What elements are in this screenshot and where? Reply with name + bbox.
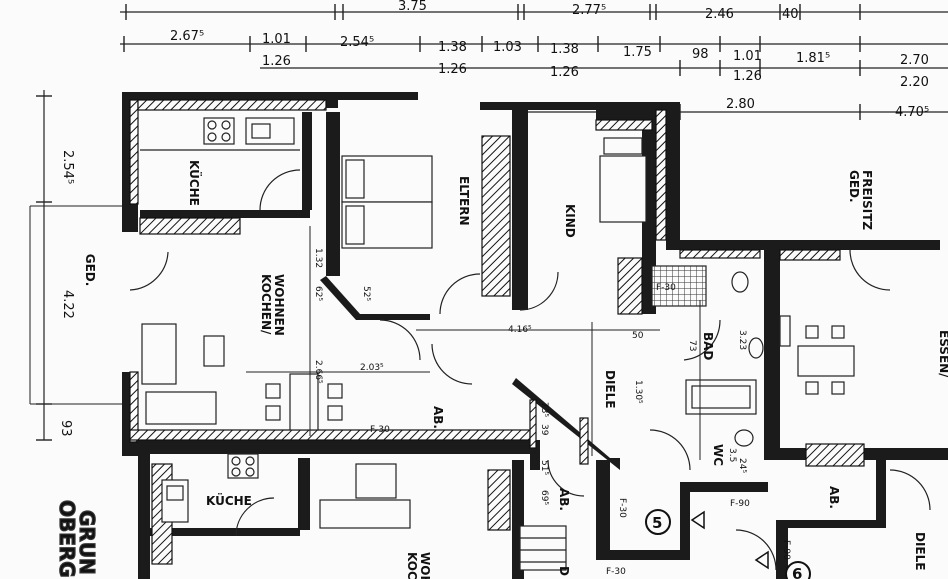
room-diele-2: DIELE xyxy=(913,532,927,570)
fixtures xyxy=(140,117,855,571)
room-ab-1: AB. xyxy=(431,406,445,429)
room-ab-2: AB. xyxy=(557,488,571,511)
interior-dimensions: 1.32 62⁵ 52⁵ 4.16⁵ 50 2.66⁵ 2.03⁵ 1.30⁵ … xyxy=(313,248,791,577)
dim-73: 73 xyxy=(687,340,697,351)
room-label-ged-freisitz-left: GED. xyxy=(83,254,97,287)
dim-103: 1.03 xyxy=(493,40,522,55)
room-diele-1: DIELE xyxy=(603,370,617,408)
fire-rating-3: F-30 xyxy=(606,567,626,577)
side-caption-oberg: OBERG xyxy=(55,500,79,578)
dim-323: 3.23 xyxy=(737,330,747,350)
dim-top-246a: 2.46 xyxy=(705,7,734,22)
dim-126b: 1.26 xyxy=(438,62,467,77)
left-dimension-chain: 2.54⁵ 4.22 93 GED. xyxy=(29,90,124,441)
fire-rating-2: F-30 xyxy=(617,498,627,518)
dim-625: 62⁵ xyxy=(313,286,323,301)
fire-rating-4: F-90 xyxy=(730,499,750,509)
room-essen-wohnen: ESSEN/WOHNEN xyxy=(937,330,948,392)
door-swings xyxy=(129,169,931,571)
dim-50: 50 xyxy=(632,331,644,341)
dim-98: 98 xyxy=(692,47,709,62)
dim-left-422: 4.22 xyxy=(60,290,75,319)
fire-rating-6: F-30 xyxy=(656,283,676,293)
dim-270: 2.70 xyxy=(900,53,929,68)
room-wc: WC xyxy=(711,444,725,466)
dim-695: 69⁵ xyxy=(539,490,549,505)
dim-138a: 1.38 xyxy=(438,40,467,55)
side-caption: GRUN OBERG xyxy=(54,499,99,578)
dim-254: 2.54⁵ xyxy=(340,35,374,50)
room-ged-freisitz-right: GED.FREISITZ xyxy=(847,170,874,230)
dim-1305: 1.30⁵ xyxy=(633,380,643,404)
dim-top-277: 2.77⁵ xyxy=(572,3,606,18)
room-eltern: ELTERN xyxy=(457,176,471,226)
dim-175: 1.75 xyxy=(623,45,652,60)
room-ab-3: AB. xyxy=(827,486,841,509)
dim-220: 2.20 xyxy=(900,75,929,90)
dim-2035: 2.03⁵ xyxy=(360,363,384,373)
stair-markers: 5 6 xyxy=(645,509,811,579)
dim-245: 24⁵ xyxy=(737,458,747,473)
room-kueche-1: KÜCHE xyxy=(187,160,202,206)
dim-35: 3.5 xyxy=(727,448,737,462)
stair-number-5: 5 xyxy=(652,514,662,532)
dim-2665: 2.66⁵ xyxy=(313,360,323,384)
fire-rating-1: F-30 xyxy=(370,425,390,435)
dim-top-40: 40 xyxy=(782,7,799,22)
dim-138b: 1.38 xyxy=(550,42,579,57)
dim-267: 2.67⁵ xyxy=(170,29,204,44)
dim-39: 39 xyxy=(539,424,549,436)
dim-470: 4.70⁵ xyxy=(895,105,929,120)
dim-left-254: 2.54⁵ xyxy=(60,150,75,184)
dim-515: 51⁵ xyxy=(539,460,549,475)
dim-181: 1.81⁵ xyxy=(796,51,830,66)
dim-126c: 1.26 xyxy=(550,65,579,80)
fire-rating-5: F-90 xyxy=(781,540,791,560)
room-kind: KIND xyxy=(563,204,577,238)
room-kueche-2: KÜCHE xyxy=(206,493,252,508)
dim-525: 52⁵ xyxy=(361,286,371,301)
ged-freisitz-left-text: GED. xyxy=(83,254,97,287)
room-labels: KÜCHE KOCHEN/WOHNEN ELTERN KIND GED.FREI… xyxy=(187,160,948,579)
dim-left-93: 93 xyxy=(58,420,73,437)
dim-top-375: 3.75 xyxy=(398,0,427,14)
stair-number-6: 6 xyxy=(792,565,802,579)
top-dimension-chain: 3.75 2.77⁵ 2.46 40 2.67⁵ 1.01 2.54⁵ 1.38… xyxy=(120,0,948,120)
walls xyxy=(122,92,948,579)
dim-280: 2.80 xyxy=(726,97,755,112)
dim-126a: 1.26 xyxy=(262,54,291,69)
dim-4165: 4.16⁵ xyxy=(508,325,532,335)
room-diele-3: D xyxy=(557,566,571,576)
room-bad: BAD xyxy=(701,332,715,360)
dim-101b: 1.01 xyxy=(733,49,762,64)
room-kochen-2: KOCHWOHN xyxy=(405,552,432,579)
dim-126d: 1.26 xyxy=(733,69,762,84)
dim-735: 73⁵ xyxy=(539,402,549,417)
side-caption-grun: GRUN xyxy=(75,510,99,575)
interior-dimension-lines xyxy=(246,226,701,460)
dim-101a: 1.01 xyxy=(262,32,291,47)
room-kochen-wohnen-1: KOCHEN/WOHNEN xyxy=(259,274,286,336)
dim-132: 1.32 xyxy=(313,248,323,268)
wall-hatching xyxy=(129,99,865,565)
